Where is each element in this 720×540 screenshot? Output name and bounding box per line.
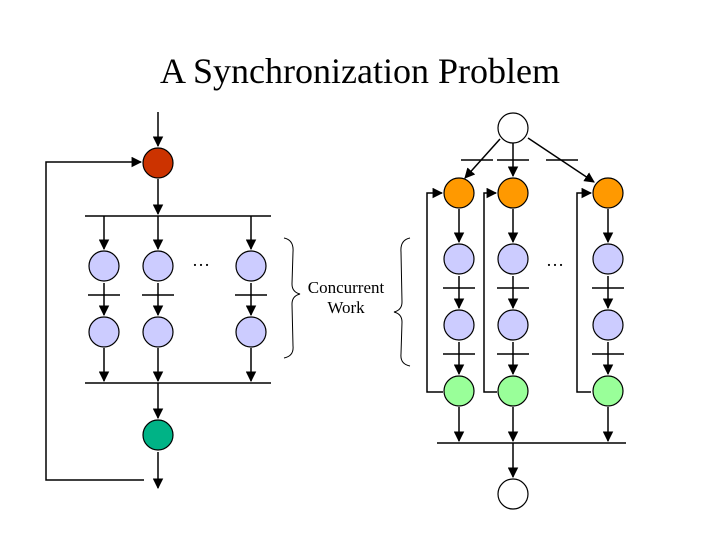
split-node [592,177,624,209]
concurrent-label-line1: Concurrent [307,278,385,297]
start-node [142,147,174,179]
work-node [88,250,120,282]
work-node [443,309,475,341]
loop-arrow-col1 [426,187,444,393]
work-node [443,243,475,275]
left-brace [283,237,301,359]
left-diagram [45,112,271,490]
work-node [592,309,624,341]
concurrent-work-label: Concurrent Work [296,278,396,318]
loop-arrow-col3 [576,187,593,393]
slide-title: A Synchronization Problem [160,51,560,91]
work-node [88,316,120,348]
ellipsis-left: … [192,250,211,270]
empty-node [497,478,529,510]
concurrent-label-line2: Work [327,298,365,317]
work-node [235,250,267,282]
work-node [497,309,529,341]
end-node [142,419,174,451]
split-node [443,177,475,209]
empty-node [497,112,529,144]
loop-arrow-col2 [483,187,498,393]
work-node [142,250,174,282]
split-node [497,177,529,209]
finish-node [592,375,624,407]
right-diagram [426,137,626,479]
ellipsis-right: … [546,250,565,270]
loop-back-arrow [45,156,144,481]
work-node [592,243,624,275]
finish-node [443,375,475,407]
work-node [142,316,174,348]
finish-node [497,375,529,407]
right-brace [393,237,411,367]
work-node [497,243,529,275]
work-node [235,316,267,348]
